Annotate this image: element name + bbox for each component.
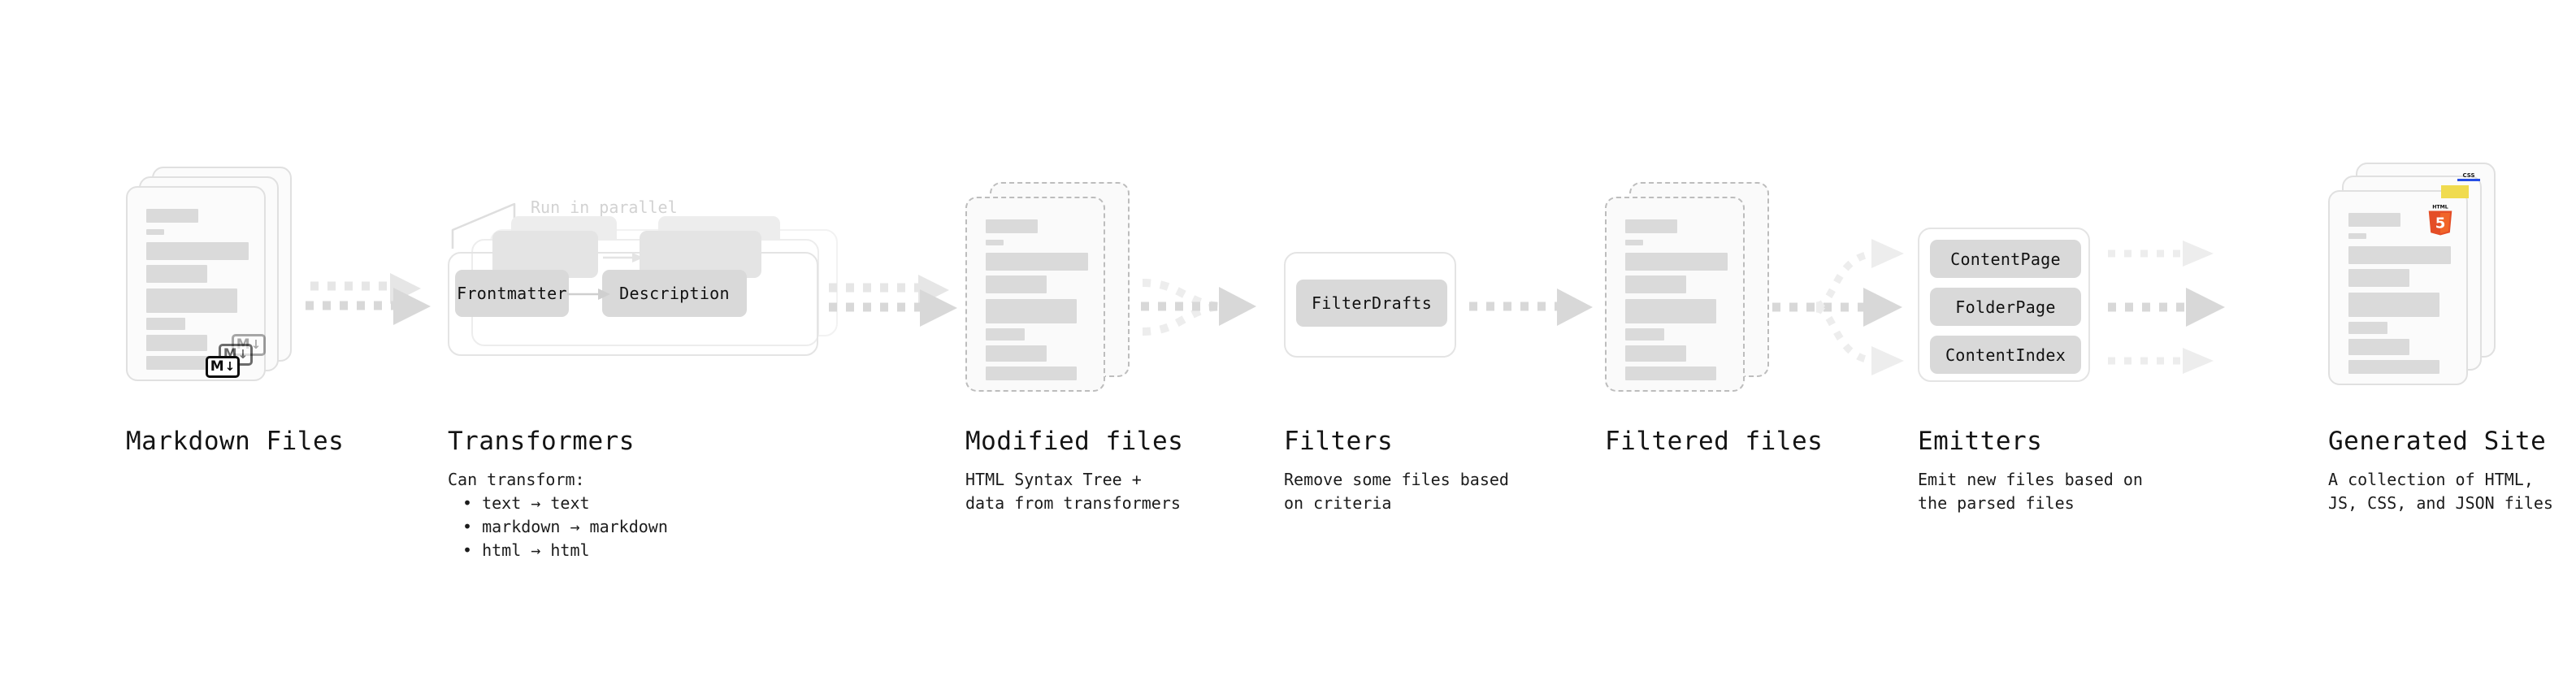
stage-heading-emitters: Emitters [1918, 427, 2043, 456]
doc-bar [146, 288, 237, 313]
markdown-icon-letter: M [210, 358, 224, 375]
doc-bar [1625, 299, 1716, 323]
doc-bar [2348, 360, 2439, 374]
emitter-chip-contentindex[interactable]: ContentIndex [1930, 336, 2081, 374]
stage-transformers: Run in parallel [439, 0, 861, 681]
doc-bar [1625, 219, 1677, 233]
filter-chip-filterdrafts[interactable]: FilterDrafts [1296, 280, 1447, 327]
doc-bar [986, 253, 1088, 271]
doc-bar [986, 345, 1047, 362]
emitters-group: ContentPage FolderPage ContentIndex [1918, 228, 2090, 382]
doc-bar [146, 265, 207, 283]
filters-group: FilterDrafts [1284, 252, 1456, 358]
stage-markdown-files: M↓ M↓ M↓ Markdown Files [0, 0, 344, 681]
markdown-icon-arrow: ↓ [224, 359, 236, 374]
svg-text:5: 5 [2435, 215, 2446, 232]
doc-bar [2348, 246, 2451, 264]
stage-heading-generated-site: Generated Site [2328, 427, 2547, 456]
emitter-chip-folderpage[interactable]: FolderPage [1930, 288, 2081, 326]
transform-bullet-2: • html → html [462, 540, 590, 560]
filtered-card-front [1605, 197, 1745, 392]
doc-bar [146, 209, 198, 223]
doc-bar [146, 242, 249, 260]
doc-bar [986, 240, 1004, 245]
doc-bar [1625, 328, 1664, 340]
doc-bar [1625, 367, 1716, 380]
doc-bar [146, 229, 164, 235]
css-icon: CSS [2457, 172, 2480, 181]
doc-bar [1625, 345, 1686, 362]
emitter-chip-contentpage-label: ContentPage [1950, 249, 2061, 269]
modified-card-front [965, 197, 1105, 392]
connector-filtered-to-emitters [1772, 239, 1904, 375]
transformer-chip-description-label: Description [619, 284, 730, 303]
markdown-icon-arrow: ↓ [250, 337, 262, 352]
connector-modified-to-filters [1141, 279, 1256, 336]
emitter-chip-contentpage[interactable]: ContentPage [1930, 240, 2081, 278]
stage-filters: FilterDrafts Filters Remove some files b… [1280, 0, 1556, 681]
emitter-chip-contentindex-label: ContentIndex [1945, 345, 2066, 365]
doc-bar [1625, 240, 1643, 245]
connector-filters-to-filtered [1469, 288, 1593, 326]
doc-bar [2348, 339, 2409, 355]
stage-caption-filters: Remove some files based on criteria [1284, 470, 1509, 513]
doc-bar [2348, 213, 2400, 227]
stage-caption-generated-site: A collection of HTML, JS, CSS, and JSON … [2328, 470, 2553, 513]
filter-chip-filterdrafts-label: FilterDrafts [1311, 293, 1433, 313]
doc-bar [986, 299, 1077, 323]
connector-transformers-to-modified [829, 275, 957, 327]
run-in-parallel-label: Run in parallel [531, 197, 678, 217]
doc-bar [2348, 233, 2366, 239]
doc-bar [1625, 275, 1686, 293]
doc-bar [2348, 322, 2387, 334]
stage-caption-modified-files: HTML Syntax Tree + data from transformer… [965, 470, 1181, 513]
transformer-chip-frontmatter-label: Frontmatter [457, 284, 567, 303]
svg-text:CSS: CSS [2462, 172, 2474, 179]
doc-bar [2348, 293, 2439, 317]
transformer-chip-description[interactable]: Description [602, 270, 747, 317]
transformer-group-front: Frontmatter Description [448, 252, 818, 356]
markdown-icon: M↓ [206, 356, 240, 378]
doc-bar [986, 219, 1038, 233]
connector-markdown-to-transformers [306, 273, 431, 325]
stage-heading-markdown-files: Markdown Files [126, 427, 345, 456]
doc-bar [2348, 269, 2409, 287]
doc-bar [146, 335, 207, 351]
stage-emitters: ContentPage FolderPage ContentIndex Emit… [1914, 0, 2190, 681]
doc-bar [146, 318, 185, 330]
doc-bar [986, 275, 1047, 293]
markdown-card-front [126, 186, 266, 381]
transformer-arrow-front [567, 288, 610, 300]
stage-heading-filters: Filters [1284, 427, 1394, 456]
doc-bar [986, 367, 1077, 380]
doc-bar [986, 328, 1025, 340]
transform-bullet-0: • text → text [462, 493, 590, 513]
markdown-icon-arrow: ↓ [237, 347, 249, 362]
transformer-chip-frontmatter[interactable]: Frontmatter [455, 270, 569, 317]
stage-heading-modified-files: Modified files [965, 427, 1184, 456]
stage-modified-files: Modified files HTML Syntax Tree + data f… [959, 0, 1284, 681]
html5-icon: HTML 5 [2428, 205, 2452, 236]
stage-filtered-files: Filtered files [1597, 0, 1906, 681]
js-icon [2441, 185, 2469, 198]
stage-heading-filtered-files: Filtered files [1605, 427, 1824, 456]
svg-text:HTML: HTML [2432, 205, 2448, 210]
transformer-arrow-back-1 [603, 253, 644, 262]
stage-generated-site: CSS HTML 5 Generated Site A collection o… [2243, 0, 2576, 681]
connector-emitters-to-site [2108, 241, 2225, 374]
doc-bar [1625, 253, 1728, 271]
emitter-chip-folderpage-label: FolderPage [1955, 297, 2056, 317]
stage-caption-transformers: Can transform: [448, 470, 585, 489]
stage-heading-transformers: Transformers [448, 427, 635, 456]
stage-caption-emitters: Emit new files based on the parsed files [1918, 470, 2143, 513]
transform-bullet-1: • markdown → markdown [462, 517, 668, 536]
